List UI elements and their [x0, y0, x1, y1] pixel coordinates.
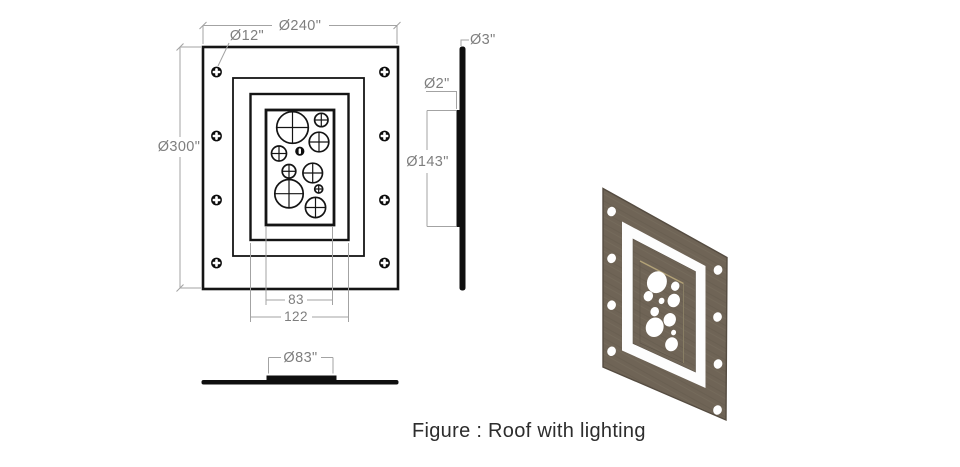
screw-hole [607, 206, 616, 217]
light-hole [645, 317, 664, 338]
dim-raised-panel-height: Ø143" [406, 154, 449, 170]
light-hole [670, 281, 680, 291]
side-view: Ø3" Ø2" Ø143" [406, 32, 496, 291]
screw-hole [379, 194, 390, 206]
dim-boss-width: Ø83" [283, 350, 317, 366]
screw-hole [211, 66, 222, 78]
iso-light-holes [643, 271, 680, 352]
front-light-holes [270, 110, 330, 219]
light-hole [650, 306, 659, 317]
light-hole [270, 145, 288, 162]
screw-hole [607, 253, 616, 264]
dim-light-panel-width: 83 [288, 292, 304, 307]
screw-hole [713, 265, 723, 275]
screw-hole [713, 359, 723, 369]
dim-overall-width: Ø240" [279, 18, 322, 34]
light-hole [313, 112, 329, 128]
light-hole [663, 313, 676, 327]
front-raised-panel [249, 92, 350, 242]
light-hole [658, 297, 665, 305]
front-dimensions: Ø240" Ø12" Ø300" 83 122 [158, 18, 401, 324]
bottom-view: Ø83" [201, 350, 399, 385]
dim-screw-hole: Ø12" [230, 28, 264, 44]
dim-sheet-thickness: Ø3" [470, 32, 496, 48]
screw-hole [607, 300, 616, 310]
light-hole [281, 163, 297, 179]
bottom-sheet-profile [201, 380, 399, 385]
screw-hole [211, 130, 222, 142]
screw-hole [379, 130, 390, 142]
light-hole [304, 196, 327, 219]
light-hole [671, 329, 677, 336]
light-hole [308, 131, 330, 153]
iso-view [602, 187, 728, 422]
front-outer-frame [201, 45, 400, 291]
iso-panel-highlight-edge [639, 260, 684, 285]
light-hole [646, 271, 667, 294]
dim-raised-panel-width: 122 [284, 309, 308, 324]
front-light-panel [264, 108, 336, 227]
screw-hole [211, 194, 222, 206]
light-hole [275, 110, 310, 145]
light-hole [273, 178, 305, 209]
screw-hole [607, 346, 616, 356]
front-view [201, 45, 400, 291]
side-sheet-profile [459, 46, 466, 291]
front-screw-holes [211, 66, 390, 269]
light-hole [643, 291, 654, 302]
screw-hole [713, 405, 722, 415]
dim-overall-height: Ø300" [158, 139, 201, 155]
light-hole [667, 293, 680, 308]
screw-hole [379, 257, 390, 269]
light-hole [665, 337, 678, 352]
plug-hole [295, 146, 305, 156]
side-boss-profile [456, 110, 460, 227]
light-hole [313, 184, 324, 194]
figure-caption: Figure : Roof with lighting [412, 420, 646, 442]
screw-hole [211, 257, 222, 269]
dim-boss-thickness: Ø2" [424, 76, 450, 92]
screw-hole [379, 66, 390, 78]
light-hole [302, 162, 324, 184]
front-frame-opening [232, 77, 365, 257]
bottom-boss-profile [266, 375, 337, 381]
screw-hole [713, 312, 722, 322]
iso-screw-holes [607, 206, 723, 415]
